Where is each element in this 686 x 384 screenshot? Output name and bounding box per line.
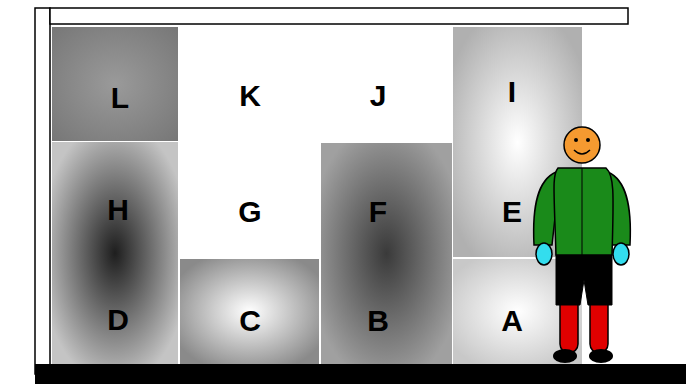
block-letter: D [107, 305, 129, 335]
block-letter: H [107, 195, 129, 225]
letter-block: I [502, 71, 522, 113]
block-letter: G [238, 197, 261, 227]
block-letter: A [501, 306, 523, 336]
block-letter: L [111, 83, 129, 113]
letter-block: C [233, 300, 267, 342]
frame-post [35, 8, 50, 374]
letter-block: H [101, 189, 135, 231]
letter-block: J [364, 75, 393, 117]
block-letter: C [239, 306, 261, 336]
letter-block: L [105, 77, 135, 119]
block-shade [180, 259, 319, 364]
block-letter: I [508, 77, 516, 107]
ground [35, 364, 686, 384]
letter-block: K [233, 75, 267, 117]
block-letter: J [370, 81, 387, 111]
block-shade [52, 142, 178, 364]
person-figure [534, 127, 631, 363]
block-letter: E [502, 197, 522, 227]
block-shade [321, 143, 452, 364]
block-letter: B [367, 306, 389, 336]
block-letter: K [239, 81, 261, 111]
frame-beam [50, 8, 628, 24]
letter-block: A [495, 300, 529, 342]
letter-block: B [361, 300, 395, 342]
letter-block: G [232, 191, 267, 233]
letter-block: F [363, 191, 393, 233]
letter-block: D [101, 299, 135, 341]
block-shade [52, 27, 178, 141]
letter-block: E [496, 191, 528, 233]
block-letter: F [369, 197, 387, 227]
